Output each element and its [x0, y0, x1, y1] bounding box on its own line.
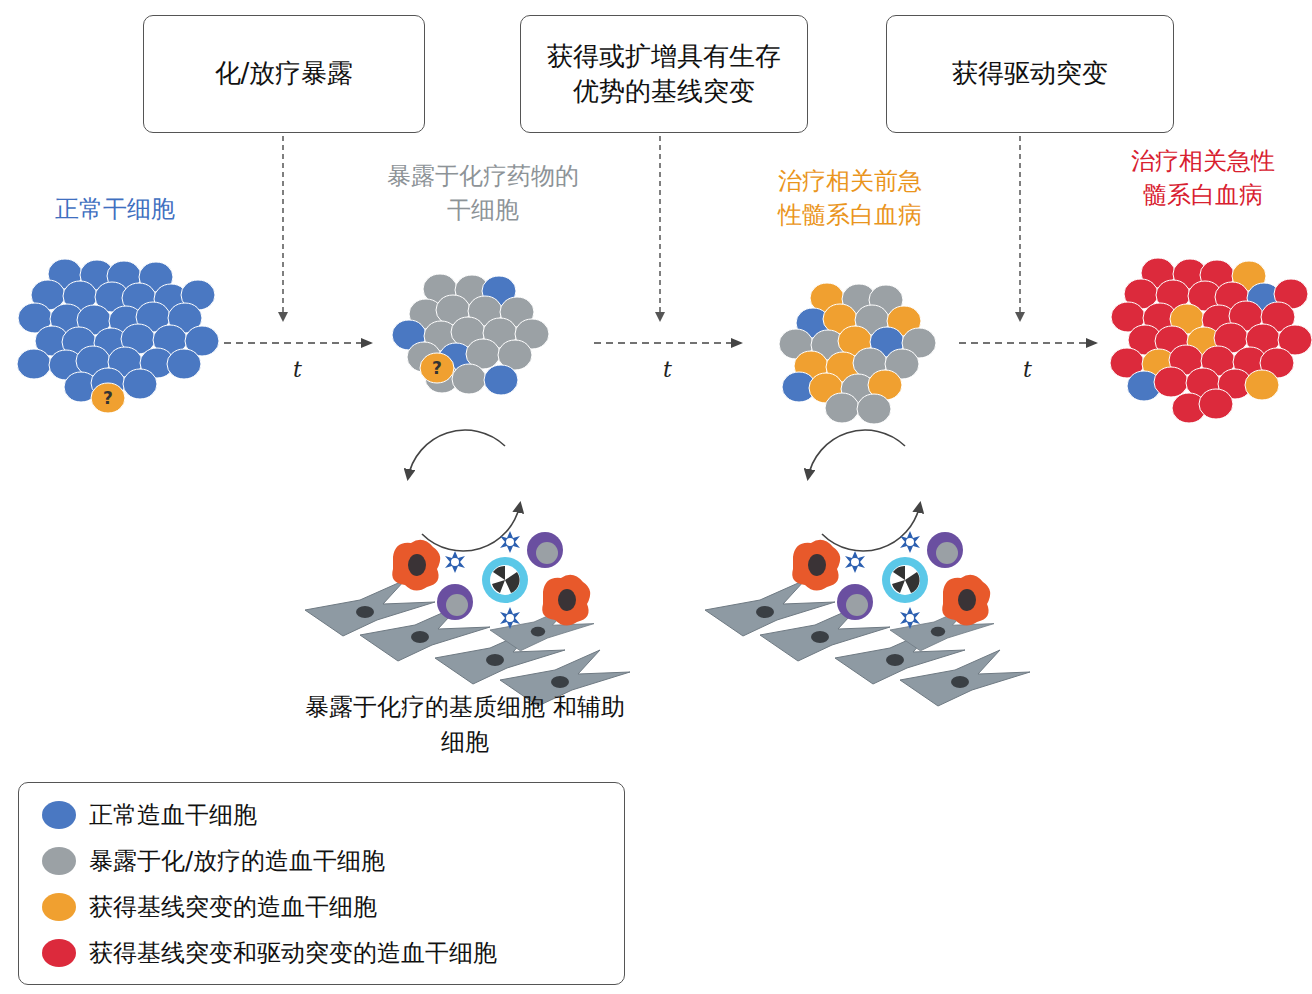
legend-row: 暴露于化/放疗的造血干细胞 — [41, 845, 385, 877]
time-label: t — [1020, 357, 1035, 382]
legend-swatch — [41, 892, 77, 922]
stage-group: 正常干细胞 — [10, 190, 220, 415]
time-arrow — [594, 342, 741, 344]
caption-label: 暴露于化疗的基质细胞 和辅助细胞 — [305, 690, 625, 760]
legend-swatch — [41, 938, 77, 968]
cell — [1199, 389, 1233, 419]
time-label: t — [660, 357, 675, 382]
cell — [857, 394, 891, 424]
cell — [484, 365, 518, 395]
process-box: 化/放疗暴露 — [143, 15, 425, 133]
legend-row: 获得基线突变和驱动突变的造血干细胞 — [41, 937, 497, 969]
time-arrow — [224, 342, 371, 344]
legend-text: 暴露于化/放疗的造血干细胞 — [89, 845, 385, 877]
legend-swatch — [41, 800, 77, 830]
stage-group: 暴露于化疗药物的干细胞 — [375, 160, 590, 400]
stage-title: 暴露于化疗药物的干细胞 — [383, 160, 583, 227]
box-text: 获得驱动突变 — [952, 56, 1108, 91]
cell — [123, 369, 157, 399]
box-text: 获得或扩增具有生存优势的基线突变 — [539, 39, 789, 109]
cell — [1245, 370, 1279, 400]
mutant-cell — [420, 353, 454, 383]
process-box: 获得驱动突变 — [886, 15, 1174, 133]
legend-text: 获得基线突变和驱动突变的造血干细胞 — [89, 937, 497, 969]
legend-text: 正常造血干细胞 — [89, 799, 257, 831]
stage-group: 治疗相关急性髓系白血病 — [1100, 145, 1305, 415]
stage-group: 治疗相关前急性髓系白血病 — [745, 160, 955, 420]
legend-row: 正常造血干细胞 — [41, 799, 257, 831]
time-arrow — [959, 342, 1096, 344]
legend-swatch — [41, 846, 77, 876]
box-text: 化/放疗暴露 — [215, 56, 354, 91]
swatch-dot — [42, 847, 76, 875]
stage-title: 正常干细胞 — [15, 193, 215, 227]
swatch-dot — [42, 801, 76, 829]
stage-title: 治疗相关急性髓系白血病 — [1128, 145, 1278, 212]
swatch-dot — [42, 939, 76, 967]
unknown-mark: ? — [93, 386, 123, 411]
legend-box: 正常造血干细胞暴露于化/放疗的造血干细胞获得基线突变的造血干细胞获得基线突变和驱… — [18, 782, 625, 985]
cell — [825, 393, 859, 423]
process-box: 获得或扩增具有生存优势的基线突变 — [520, 15, 808, 133]
legend-text: 获得基线突变的造血干细胞 — [89, 891, 377, 923]
time-label: t — [290, 357, 305, 382]
unknown-mark: ? — [422, 356, 452, 381]
cell — [1154, 367, 1188, 397]
cell — [452, 364, 486, 394]
swatch-dot — [42, 893, 76, 921]
cell — [167, 349, 201, 379]
cell — [17, 349, 51, 379]
stage-title: 治疗相关前急性髓系白血病 — [775, 165, 925, 232]
legend-row: 获得基线突变的造血干细胞 — [41, 891, 377, 923]
mutant-cell — [91, 383, 125, 413]
